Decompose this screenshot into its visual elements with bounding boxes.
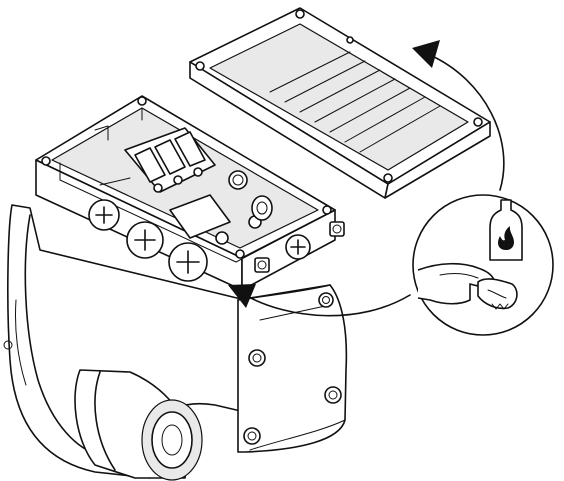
box-side-screw <box>329 221 345 237</box>
cable-gland <box>168 242 208 282</box>
flange-bolt <box>324 386 342 404</box>
actuator-housing <box>3 204 348 481</box>
cleaning-inset <box>412 194 554 336</box>
flame-icon <box>498 226 514 250</box>
cleaning-to-box-arrow <box>228 284 411 317</box>
flange-bolt <box>243 427 261 445</box>
hand-wiping-cloth-icon <box>417 262 518 310</box>
flange-bolt <box>318 292 334 308</box>
terminal-strip <box>94 125 262 245</box>
cable-gland <box>126 221 164 259</box>
cable-gland <box>251 195 273 221</box>
cable-gland <box>285 234 311 260</box>
lid-removal-arrow <box>412 40 505 191</box>
cable-gland <box>88 199 120 231</box>
flammable-solvent-bottle-icon <box>489 199 523 261</box>
cable-glands <box>88 195 345 282</box>
flange-bolt <box>248 349 266 367</box>
terminal-box-lid <box>189 7 491 199</box>
box-side-screw <box>254 257 270 273</box>
